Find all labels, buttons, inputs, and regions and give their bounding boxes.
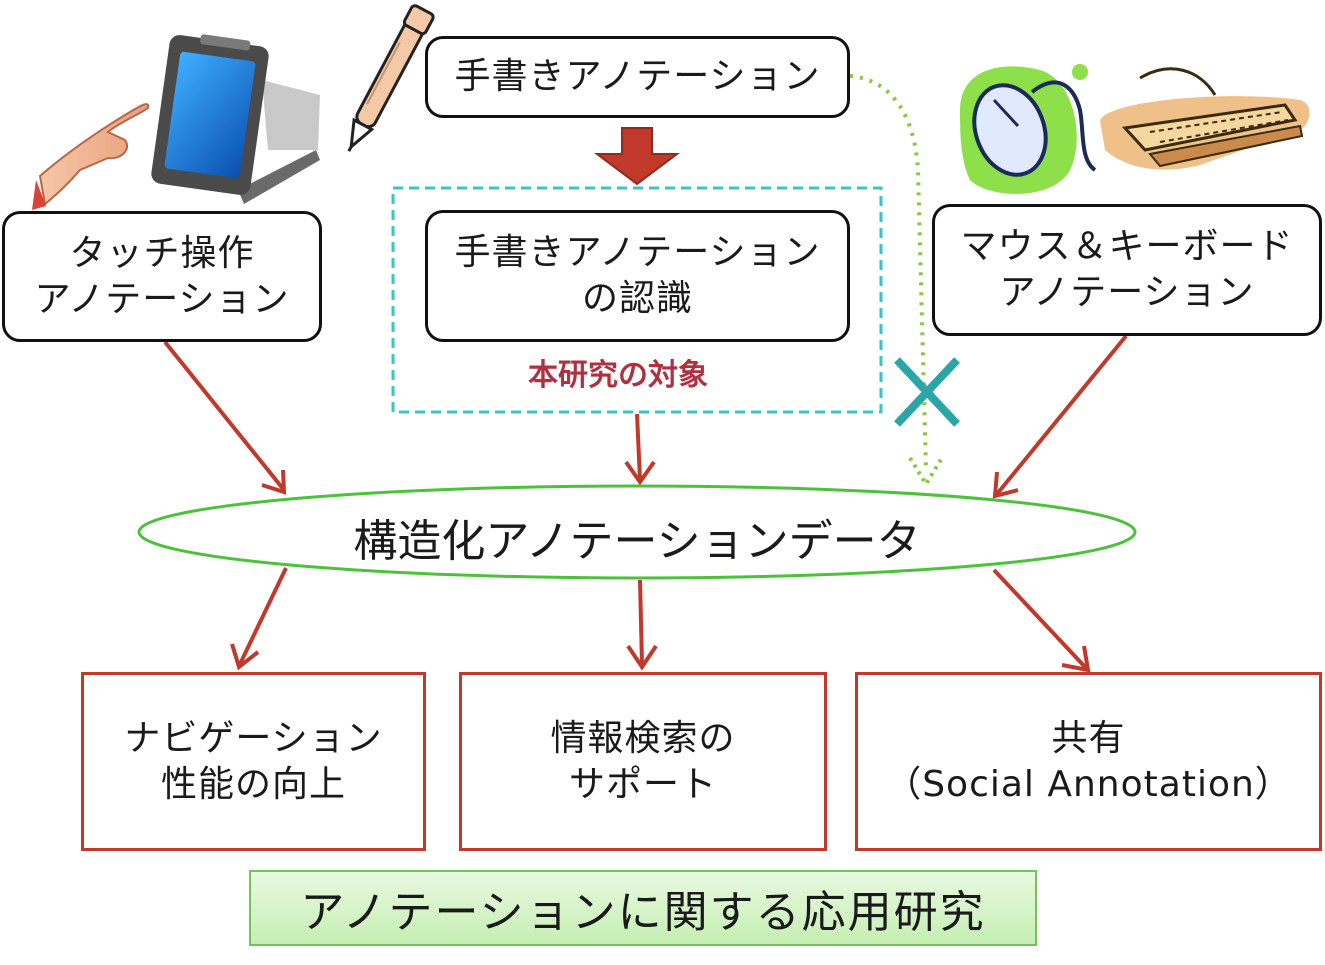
touch-annotation-box: タッチ操作 アノテーション xyxy=(2,211,322,342)
input-arrows xyxy=(163,334,1128,499)
application-search-line-1: 情報検索の xyxy=(550,717,736,759)
output-arrows xyxy=(230,567,1091,673)
structured-annotation-data-label: 構造化アノテーションデータ xyxy=(353,516,921,567)
mouse-keyboard-annotation-line-2: アノテーション xyxy=(999,272,1255,313)
applied-research-banner: アノテーションに関する応用研究 xyxy=(249,870,1037,946)
application-search-line-2: サポート xyxy=(568,763,717,805)
handwriting-recognition-line-1: 手書きアノテーション xyxy=(454,232,821,273)
mouse-keyboard-annotation-box: マウス＆キーボード アノテーション xyxy=(932,204,1322,336)
direct-handwriting-link-arrowhead xyxy=(908,456,944,488)
hub-ellipse xyxy=(137,484,1137,580)
mouse-and-keyboard-icon xyxy=(960,64,1310,194)
applied-research-banner-label: アノテーションに関する応用研究 xyxy=(300,887,986,938)
mouse-keyboard-annotation-line-1: マウス＆キーボード xyxy=(960,226,1294,267)
research-focus-label: 本研究の対象 xyxy=(528,358,708,393)
touch-annotation-line-2: アノテーション xyxy=(34,278,290,320)
handwriting-recognition-line-2: の認識 xyxy=(581,278,693,319)
application-sharing-line-1: 共有 xyxy=(1051,717,1126,759)
handwriting-annotation-box: 手書きアノテーション xyxy=(425,36,850,118)
application-sharing-line-2: （Social Annotation） xyxy=(885,763,1292,805)
handwriting-recognition-box: 手書きアノテーション の認識 xyxy=(425,210,850,342)
direct-handwriting-link xyxy=(849,74,928,471)
application-sharing-box: 共有 （Social Annotation） xyxy=(855,672,1322,851)
handwriting-annotation-label: 手書きアノテーション xyxy=(454,56,821,97)
touch-annotation-line-1: タッチ操作 xyxy=(69,232,255,274)
application-navigation-line-2: 性能の向上 xyxy=(160,763,346,805)
application-navigation-box: ナビゲーション 性能の向上 xyxy=(81,672,426,851)
application-navigation-line-1: ナビゲーション xyxy=(124,717,383,759)
pen-icon xyxy=(347,4,435,152)
cross-mark-icon xyxy=(894,357,960,427)
hand-touching-tablet-icon xyxy=(32,34,320,210)
application-search-box: 情報検索の サポート xyxy=(459,672,827,851)
recognition-arrow xyxy=(594,127,680,186)
research-focus-region xyxy=(391,186,883,414)
